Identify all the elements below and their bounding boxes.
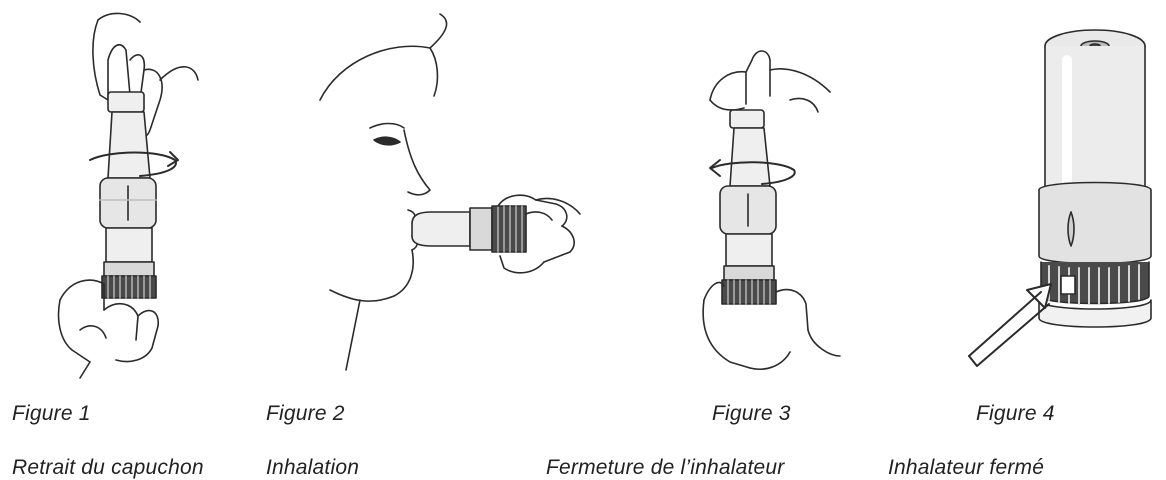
figure-1-caption: Retrait du capuchon: [12, 456, 204, 480]
figure-1-illustration: [20, 0, 220, 380]
figure-1-number: Figure 1: [12, 402, 91, 426]
figure-2-caption: Inhalation: [266, 456, 359, 480]
figure-4-caption: Inhalateur fermé: [888, 456, 1044, 480]
figure-4-illustration: [955, 0, 1155, 380]
figure-3-caption: Fermeture de l’inhalateur: [546, 456, 784, 480]
figure-3-number: Figure 3: [712, 402, 791, 426]
figure-2-illustration: [300, 0, 600, 380]
figure-2-number: Figure 2: [266, 402, 345, 426]
figure-4-number: Figure 4: [976, 402, 1055, 426]
figure-3-illustration: [690, 0, 890, 380]
